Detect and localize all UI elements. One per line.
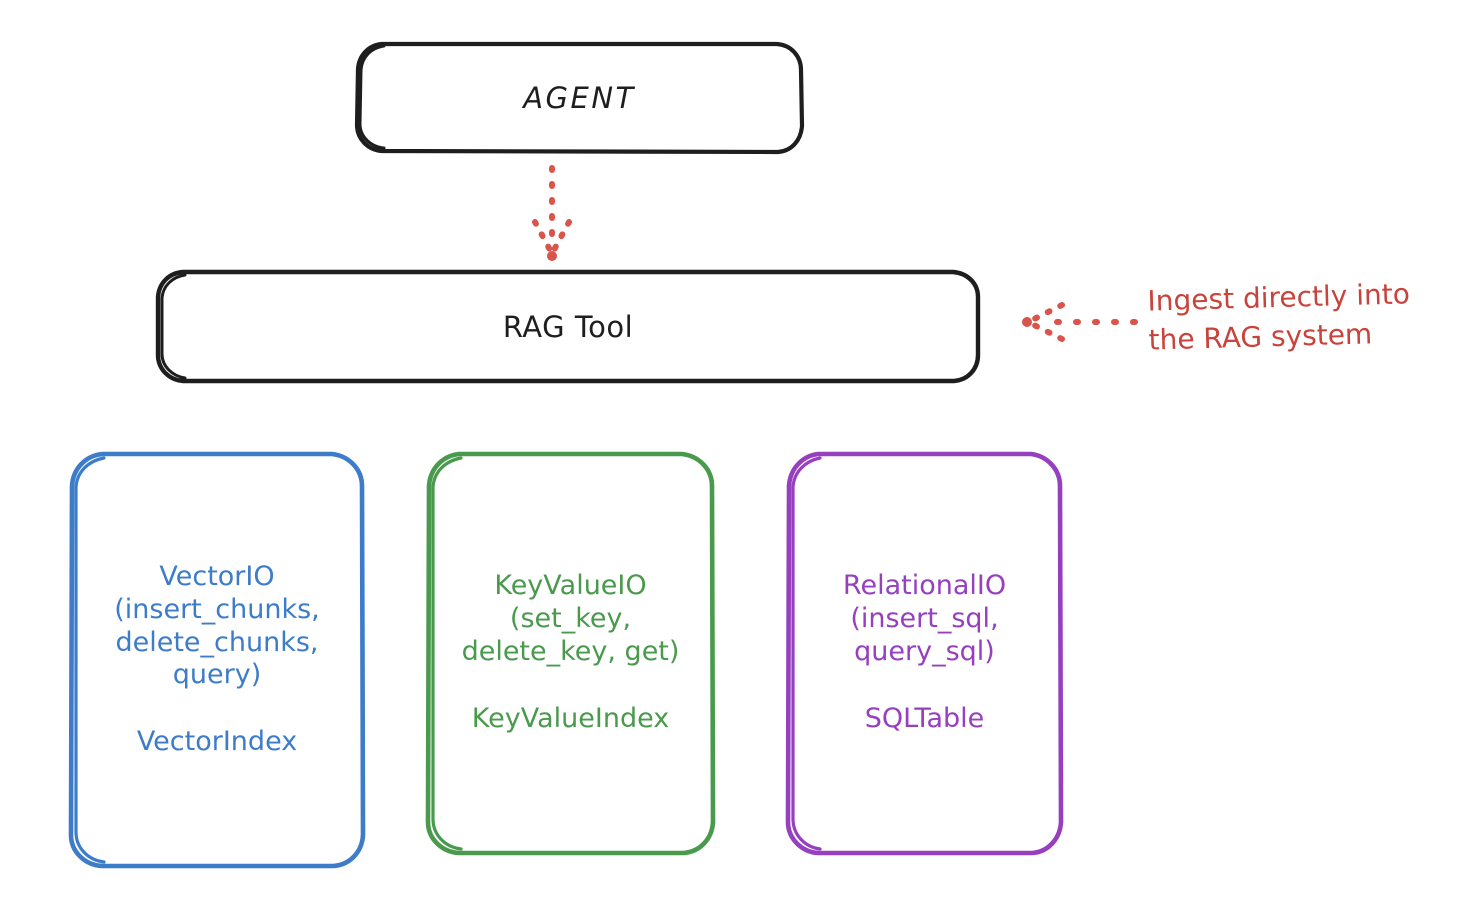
- annotation-ingest-note: Ingest directly into the RAG system: [1147, 277, 1411, 357]
- connector-note-to-rag-tool: [1022, 302, 1138, 342]
- node-key-value-io-index-label: KeyValueIndex: [471, 702, 670, 734]
- node-agent-label: AGENT: [523, 80, 636, 115]
- node-relational-io-api-label: RelationalIO (insert_sql, query_sql): [842, 570, 1007, 667]
- node-vector-io-api-label: VectorIO (insert_chunks, delete_chunks, …: [114, 560, 320, 691]
- connector-agent-to-rag-tool: [532, 165, 572, 261]
- node-rag-tool-label: RAG Tool: [502, 309, 634, 344]
- node-vector-io-index-label: VectorIndex: [136, 726, 298, 758]
- node-key-value-io-api-label: KeyValueIO (set_key, delete_key, get): [461, 570, 680, 667]
- node-relational-io-index-label: SQLTable: [864, 702, 985, 734]
